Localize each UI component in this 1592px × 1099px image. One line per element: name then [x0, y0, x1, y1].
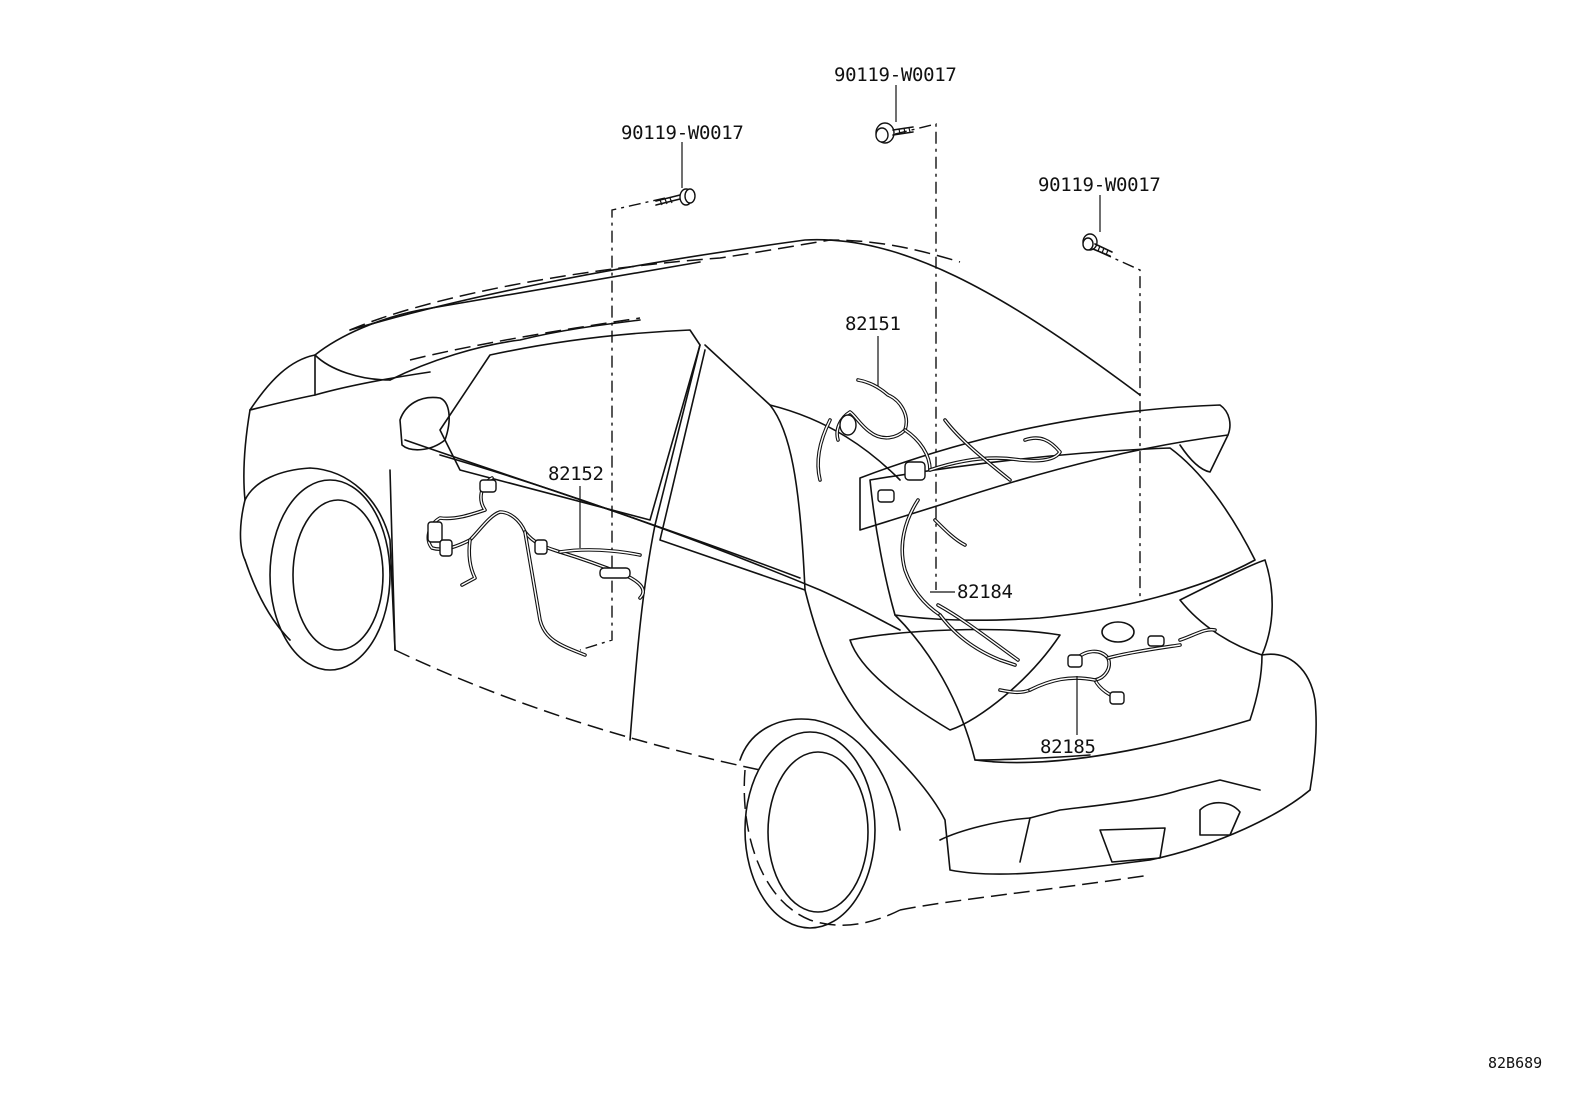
label-bolt-top: 90119-W0017 [834, 64, 957, 86]
label-bolt-right: 90119-W0017 [1038, 174, 1161, 196]
bolt-left [655, 188, 696, 206]
label-wire-82185: 82185 [1040, 736, 1096, 758]
label-bolt-left: 90119-W0017 [621, 122, 744, 144]
bolt-right [1082, 233, 1113, 257]
bolt-top [875, 122, 914, 144]
wire-harness-82184 [900, 498, 1032, 695]
label-wire-82184: 82184 [957, 581, 1013, 603]
label-leaders [579, 85, 1101, 735]
wire-harness-82152 [426, 476, 645, 657]
label-wire-82151: 82151 [845, 313, 901, 335]
car-body-outline [239, 238, 1317, 929]
label-wire-82152: 82152 [548, 463, 604, 485]
callout-lines [579, 123, 1141, 651]
wire-harness-82151 [816, 378, 1062, 503]
wire-harness-82185 [1028, 627, 1217, 705]
illustration-code: 82B689 [1488, 1054, 1542, 1072]
